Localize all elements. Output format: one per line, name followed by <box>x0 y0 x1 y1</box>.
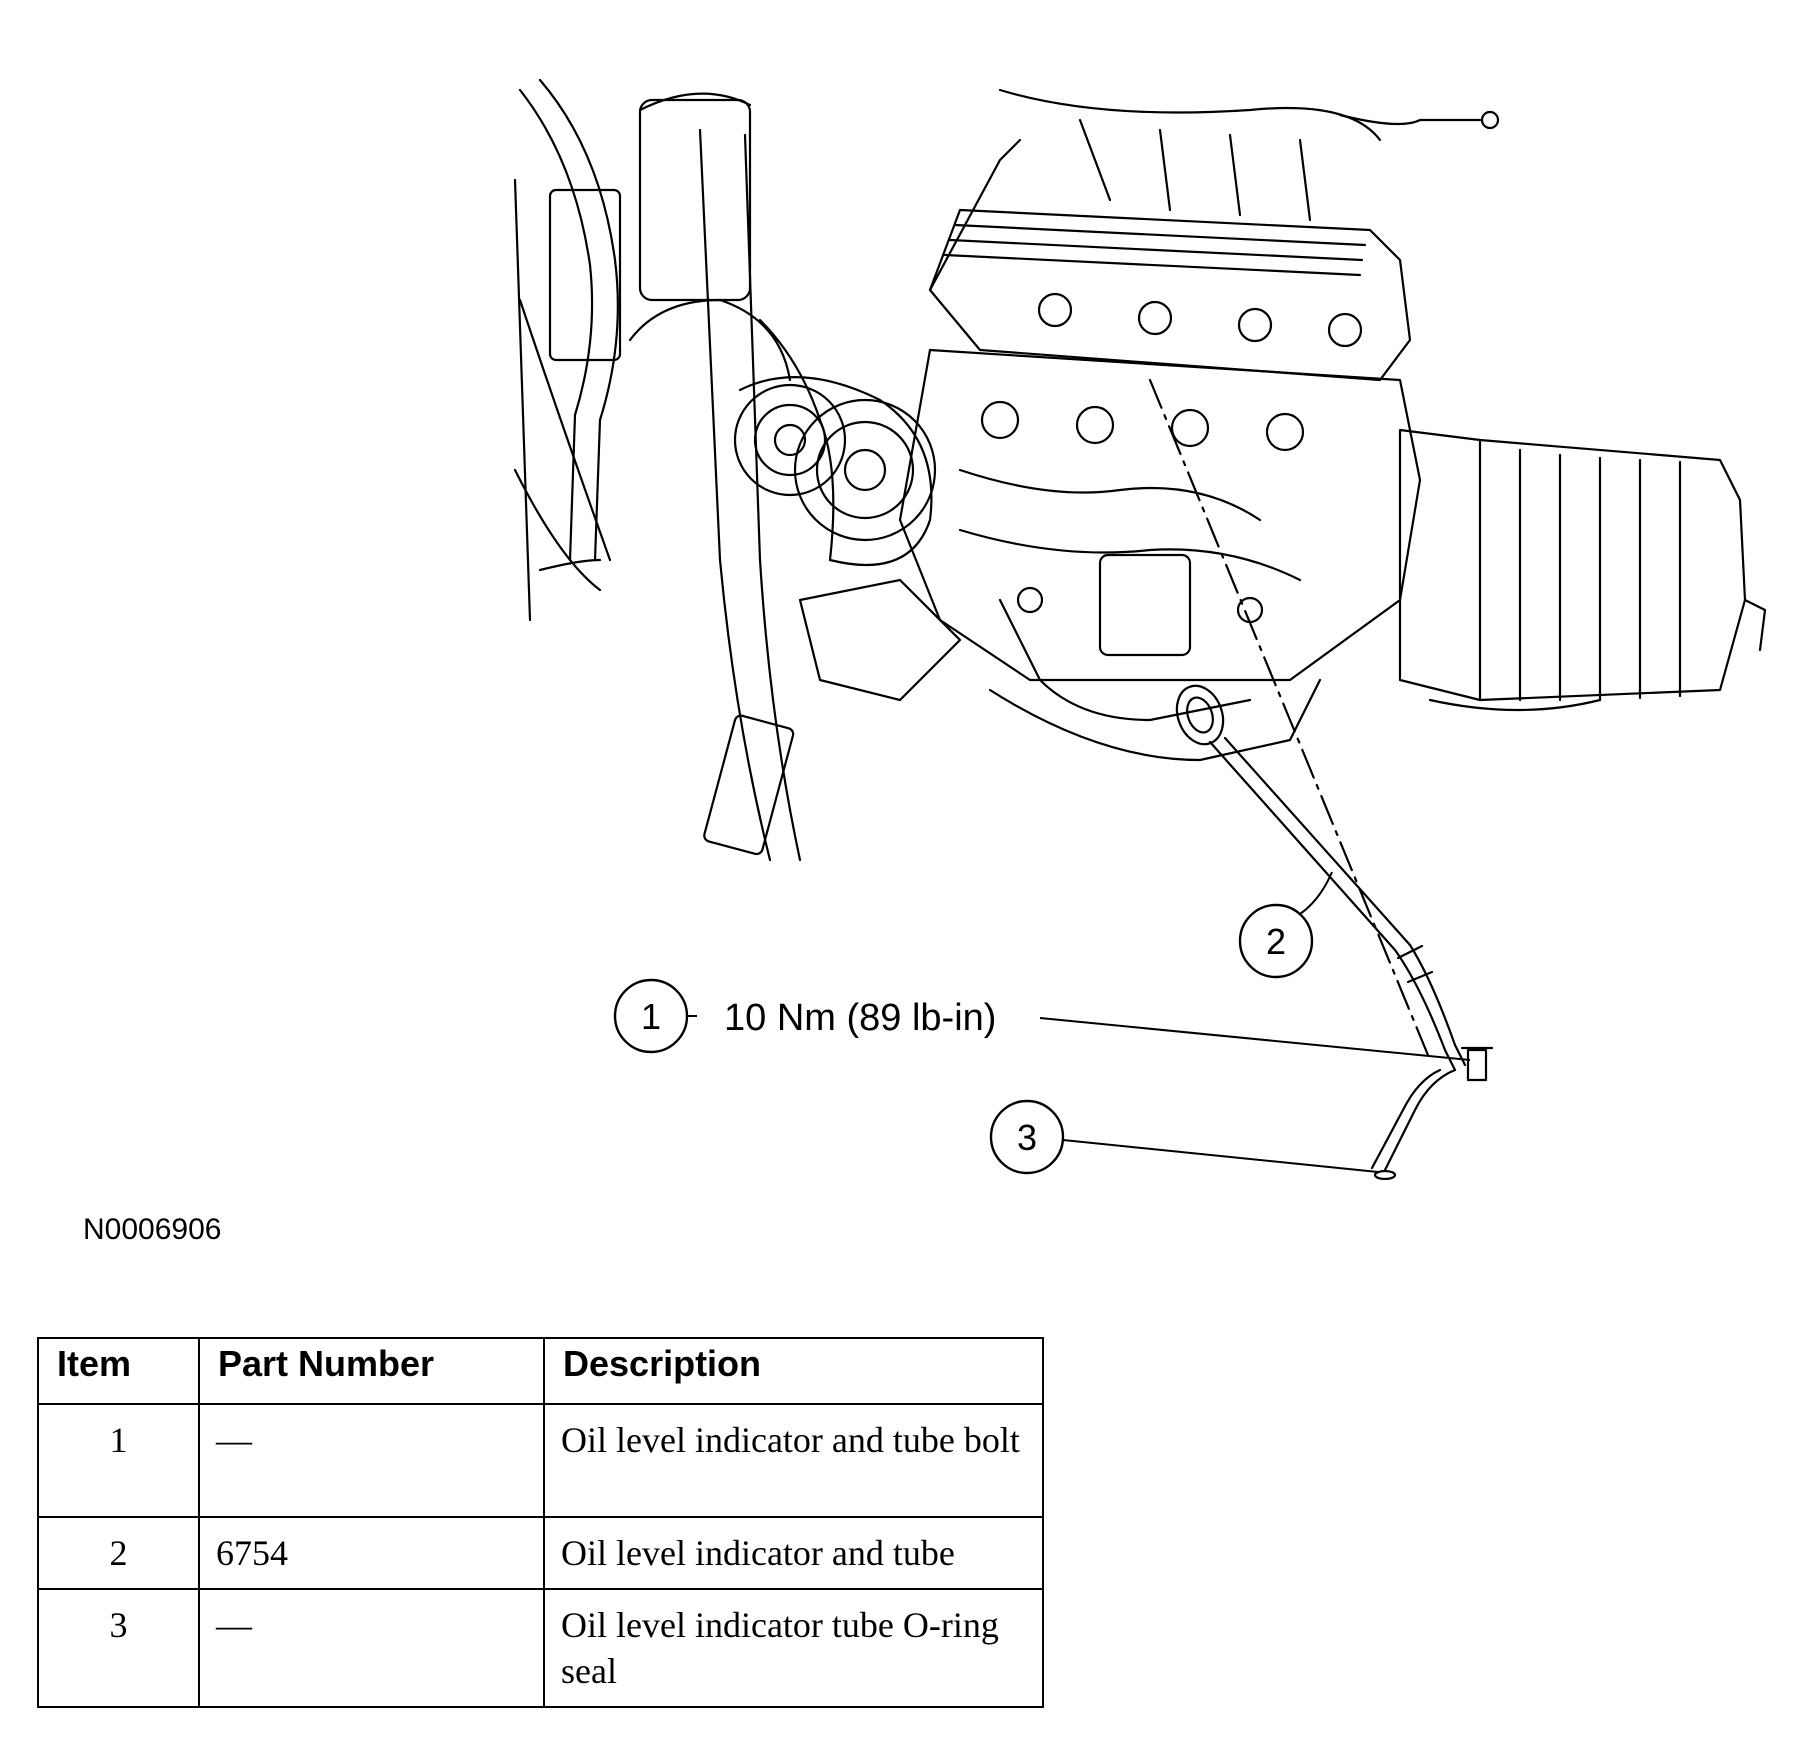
cell-description: Oil level indicator and tube bolt <box>543 1403 1044 1518</box>
cell-part-number: — <box>198 1403 545 1518</box>
center-line <box>1148 378 1432 1062</box>
tube-bolt <box>1460 1046 1494 1082</box>
cell-part-number: 6754 <box>198 1516 545 1590</box>
header-description: Description <box>543 1337 1044 1405</box>
engine-illustration: 1 10 Nm (89 lb-in) 2 3 <box>513 78 1767 1180</box>
left-hoses <box>513 78 835 862</box>
callout-3: 3 <box>989 1099 1379 1175</box>
header-item: Item <box>37 1337 200 1405</box>
table-header-row: Item Part Number Description <box>37 1337 1044 1405</box>
engine-block <box>898 348 1422 762</box>
table-row: 1 — Oil level indicator and tube bolt <box>37 1403 1044 1518</box>
header-part-number: Part Number <box>198 1337 545 1405</box>
figure-id: N0006906 <box>83 1213 222 1246</box>
cell-description: Oil level indicator and tube <box>543 1516 1044 1590</box>
table-row: 2 6754 Oil level indicator and tube <box>37 1516 1044 1590</box>
cell-part-number: — <box>198 1588 545 1708</box>
valve-cover <box>928 88 1500 382</box>
callout-1-number: 1 <box>641 996 661 1037</box>
parts-table: Item Part Number Description 1 — Oil lev… <box>37 1337 1044 1708</box>
callout-3-number: 3 <box>1017 1117 1037 1158</box>
cell-item: 3 <box>37 1588 200 1708</box>
oil-level-indicator-and-tube <box>1175 684 1467 1172</box>
cell-item: 2 <box>37 1516 200 1590</box>
cell-description: Oil level indicator tube O-ring seal <box>543 1588 1044 1708</box>
callout-2-number: 2 <box>1266 921 1286 962</box>
table-row: 3 — Oil level indicator tube O-ring seal <box>37 1588 1044 1708</box>
callout-1: 1 10 Nm (89 lb-in) <box>613 978 1471 1061</box>
transmission <box>1398 428 1767 712</box>
cell-item: 1 <box>37 1403 200 1518</box>
pulleys <box>733 376 962 702</box>
o-ring-seal <box>1373 1169 1397 1180</box>
callout-2: 2 <box>1238 871 1333 979</box>
callout-1-torque: 10 Nm (89 lb-in) <box>724 997 996 1039</box>
